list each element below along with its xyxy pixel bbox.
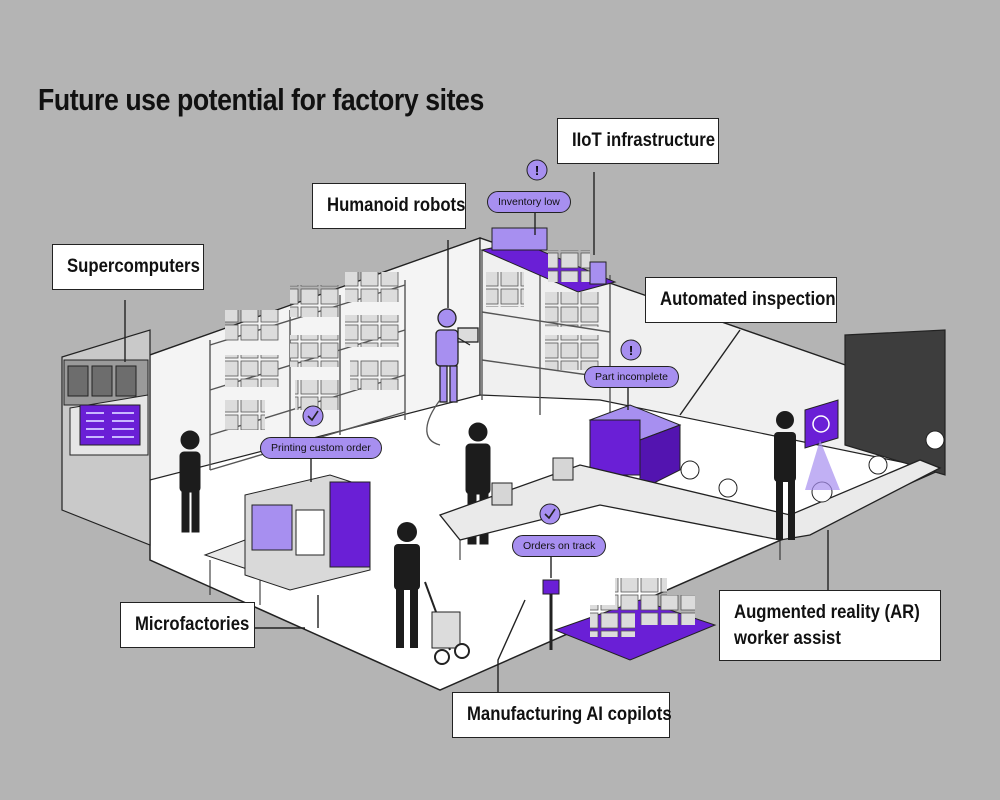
worker-with-cart [394, 522, 470, 665]
supercomputer-racks [63, 359, 149, 456]
bubble-printing-custom-order: Printing custom order [260, 437, 382, 459]
alert-icon: ! [620, 339, 642, 361]
alert-icon: ! [526, 159, 548, 181]
leader-lines [124, 172, 829, 694]
svg-text:!: ! [535, 163, 539, 178]
iiot-shelf [480, 227, 617, 430]
ai-copilot-station [542, 578, 717, 661]
check-icon [302, 405, 324, 427]
label-supercomputers: Supercomputers [52, 244, 204, 290]
label-automated-inspection: Automated inspection [645, 277, 837, 323]
bubble-part-incomplete: Part incomplete [584, 366, 679, 388]
label-microfactories: Microfactories [120, 602, 255, 648]
label-humanoid-robots: Humanoid robots [312, 183, 466, 229]
label-iiot-infrastructure: IIoT infrastructure [557, 118, 719, 164]
label-ar-worker-assist: Augmented reality (AR)worker assist [719, 590, 941, 662]
page-title: Future use potential for factory sites [38, 82, 484, 117]
bubble-inventory-low: Inventory low [487, 191, 571, 213]
shelf-boxes [225, 272, 400, 430]
svg-text:!: ! [629, 343, 633, 358]
microfactory-machine [203, 474, 371, 605]
check-icon [539, 503, 561, 525]
right-corridor [844, 329, 946, 476]
ar-worker [774, 399, 840, 540]
bubble-orders-on-track: Orders on track [512, 535, 607, 557]
worker-with-tablet [179, 430, 201, 533]
label-ai-copilots: Manufacturing AI copilots [452, 692, 672, 738]
humanoid-robot [426, 308, 479, 446]
